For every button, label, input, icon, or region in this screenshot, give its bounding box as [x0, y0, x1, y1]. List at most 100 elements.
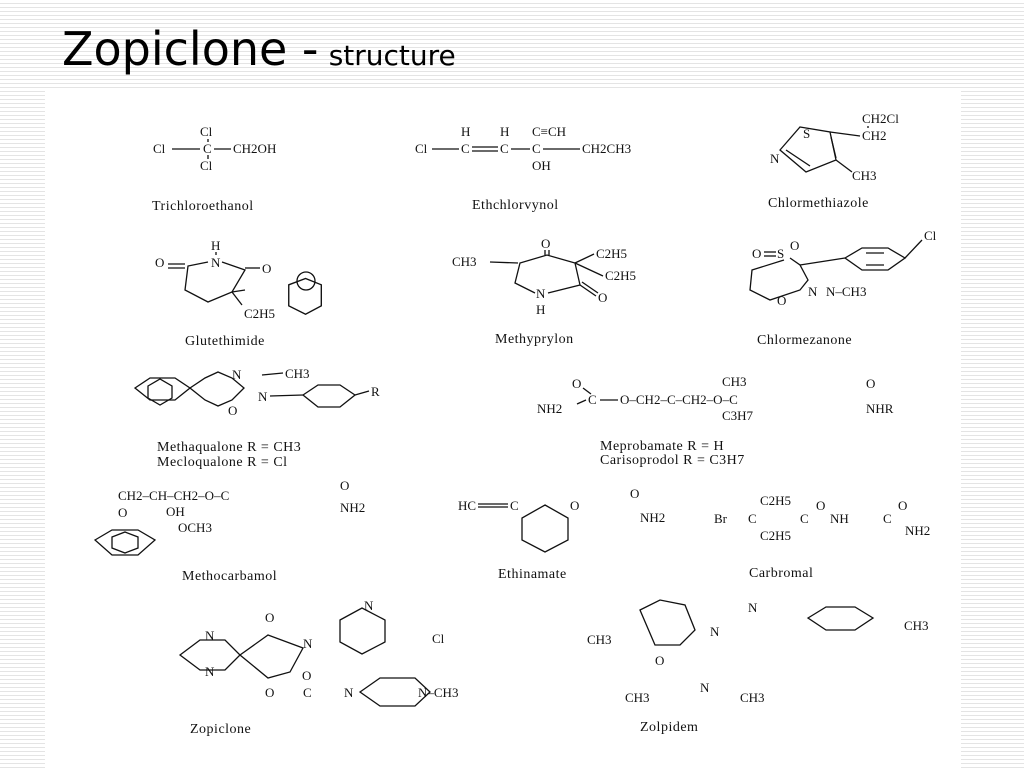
- group-c2h5: C2H5: [760, 528, 791, 543]
- group-ch3: CH3: [452, 254, 477, 269]
- ethinamate-structure: HC C O O NH2 Ethinamate: [458, 486, 665, 582]
- trichloroethanol-structure: Cl Cl C CH2OH Cl Trichloroethanol: [152, 124, 276, 214]
- group-n-ch3: N–CH3: [826, 284, 866, 299]
- group-ch2cl: CH2Cl: [862, 111, 899, 126]
- atom-cl: Cl: [200, 158, 213, 173]
- atom-cl: Cl: [153, 141, 166, 156]
- atom-c: C: [532, 141, 541, 156]
- atom-s: S: [803, 126, 810, 141]
- group-nh: NH: [830, 511, 849, 526]
- group-nh2: NH2: [905, 523, 930, 538]
- atom-o: O: [541, 236, 550, 251]
- methyprylon-structure: O CH3 C2H5 C2H5 N H O Methyprylon: [452, 236, 636, 347]
- atom-o: O: [630, 486, 639, 501]
- label-glutethimide: Glutethimide: [185, 334, 265, 349]
- group-ch3: CH3: [722, 374, 747, 389]
- atom-o: O: [340, 478, 349, 493]
- chlormezanone-structure: O S O N O N–CH3 Cl Chlormezanone: [749, 228, 937, 348]
- atom-n: N: [808, 284, 818, 299]
- atom-n: N: [770, 151, 780, 166]
- atom-c: C: [800, 511, 809, 526]
- atom-c: C: [588, 392, 597, 407]
- label-carbromal: Carbromal: [749, 566, 813, 581]
- group-hc: HC: [458, 498, 476, 513]
- atom-h: H: [500, 124, 509, 139]
- group-c2h5: C2H5: [244, 306, 275, 321]
- atom-c: C: [500, 141, 509, 156]
- atom-o: O: [898, 498, 907, 513]
- group-alkyne: C≡CH: [532, 124, 566, 139]
- atom-n: N: [700, 680, 710, 695]
- glutethimide-structure: H N O O C2H5 Glutethimide: [155, 238, 322, 349]
- label-methyprylon: Methyprylon: [495, 332, 574, 347]
- substituent-r: R: [371, 384, 380, 399]
- atom-h: H: [536, 302, 545, 317]
- group-ch3: CH3: [852, 168, 877, 183]
- atom-n: N: [344, 685, 354, 700]
- chain-methocarbamol: CH2–CH–CH2–O–C: [118, 488, 229, 503]
- atom-n: N: [536, 286, 546, 301]
- group-n-ch3: N–CH3: [418, 685, 458, 700]
- group-ch2: CH2: [862, 128, 887, 143]
- atom-h: H: [211, 238, 220, 253]
- label-methocarbamol: Methocarbamol: [182, 569, 277, 584]
- group-c3h7: C3H7: [722, 408, 754, 423]
- atom-o: O: [598, 290, 607, 305]
- structures-panel: Cl Cl C CH2OH Cl Trichloroethanol H H C≡…: [45, 88, 961, 768]
- atom-c: C: [303, 685, 312, 700]
- atom-c: C: [461, 141, 470, 156]
- atom-h: H: [461, 124, 470, 139]
- group-nh2: NH2: [537, 401, 562, 416]
- atom-o: O: [155, 255, 164, 270]
- label-meprobamate: Meprobamate R = H: [600, 439, 724, 454]
- atom-s: S: [777, 246, 784, 261]
- atom-c: C: [748, 511, 757, 526]
- carbromal-structure: C2H5 Br C C O NH C O NH2 C2H5 Carbromal: [714, 493, 930, 581]
- atom-cl: Cl: [924, 228, 937, 243]
- atom-o: O: [816, 498, 825, 513]
- label-zolpidem: Zolpidem: [640, 720, 698, 735]
- ethchlorvynol-structure: H H C≡CH Cl C C C CH2CH3 OH Ethchlorvyno…: [415, 124, 631, 213]
- atom-br: Br: [714, 511, 728, 526]
- atom-o: O: [265, 610, 274, 625]
- group-oh: OH: [532, 158, 551, 173]
- atom-n: N: [211, 255, 221, 270]
- group-ch3: CH3: [740, 690, 765, 705]
- atom-cl: Cl: [200, 124, 213, 139]
- group-ch3: CH3: [285, 366, 310, 381]
- group-ch3: CH3: [904, 618, 929, 633]
- chlormethiazole-structure: S N CH2Cl CH2 CH3 Chlormethiazole: [768, 111, 899, 211]
- atom-o: O: [265, 685, 274, 700]
- methaqualone-structure: N N O CH3 R Methaqualone R = CH3 Mecloqu…: [133, 366, 380, 470]
- atom-c: C: [203, 141, 212, 156]
- atom-o: O: [655, 653, 664, 668]
- structures-diagram: Cl Cl C CH2OH Cl Trichloroethanol H H C≡…: [93, 111, 937, 737]
- page-title: Zopiclone - structure: [62, 22, 456, 76]
- label-chlormezanone: Chlormezanone: [757, 333, 852, 348]
- group-ch3: CH3: [587, 632, 612, 647]
- atom-c: C: [883, 511, 892, 526]
- label-chlormethiazole: Chlormethiazole: [768, 196, 869, 211]
- group-nh2: NH2: [640, 510, 665, 525]
- group-oh: OH: [166, 504, 185, 519]
- atom-n: N: [364, 598, 374, 613]
- atom-o: O: [570, 498, 579, 513]
- atom-o: O: [572, 376, 581, 391]
- atom-cl: Cl: [432, 631, 445, 646]
- atom-cl: Cl: [415, 141, 428, 156]
- zolpidem-structure: N N CH3 CH3 O N CH3 CH3 Zolpidem: [587, 599, 929, 735]
- atom-o: O: [752, 246, 761, 261]
- meprobamate-structure: O C NH2 O–CH2–C–CH2–O–C CH3 C3H7 O NHR M…: [537, 374, 894, 468]
- atom-n: N: [303, 636, 313, 651]
- label-trichloroethanol: Trichloroethanol: [152, 199, 254, 214]
- group-och3: OCH3: [178, 520, 212, 535]
- group-c2h5: C2H5: [596, 246, 627, 261]
- group-ch3: CH3: [625, 690, 650, 705]
- label-ethchlorvynol: Ethchlorvynol: [472, 198, 559, 213]
- label-mecloqualone: Mecloqualone R = Cl: [157, 455, 288, 470]
- atom-o: O: [118, 505, 127, 520]
- zopiclone-structure: N N O N N Cl O O C N N–CH3 Zopiclone: [178, 598, 458, 737]
- chain-meprobamate: O–CH2–C–CH2–O–C: [620, 392, 738, 407]
- atom-n: N: [258, 389, 268, 404]
- methocarbamol-structure: CH2–CH–CH2–O–C O NH2 OH O OCH3 Methocarb…: [93, 478, 365, 584]
